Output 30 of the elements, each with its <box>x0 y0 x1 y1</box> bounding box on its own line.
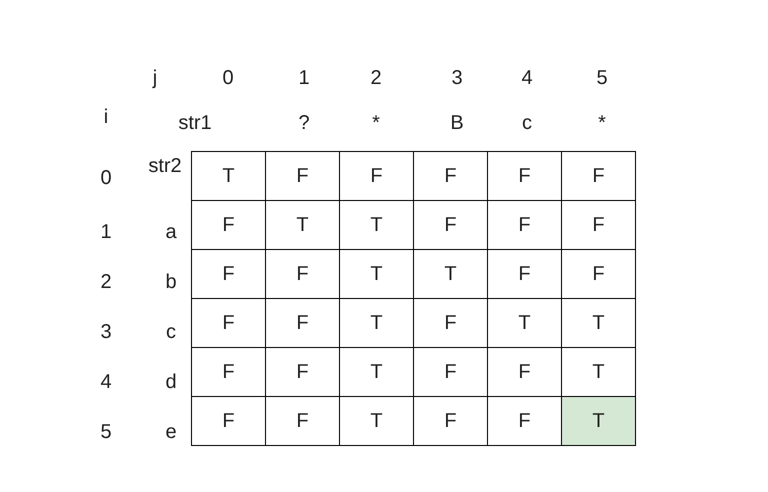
string-character: * <box>598 113 606 133</box>
table-cell: F <box>191 396 266 446</box>
string-character: c <box>522 113 532 133</box>
axis-label: str1 <box>178 113 212 133</box>
column-index: 5 <box>596 68 608 88</box>
string-character: c <box>166 322 176 342</box>
column-index: 1 <box>298 68 310 88</box>
row-index: 4 <box>100 372 112 392</box>
string-character: B <box>450 113 464 133</box>
row-index: 0 <box>100 168 112 188</box>
string-character: e <box>165 422 177 442</box>
row-index: 5 <box>100 422 112 442</box>
axis-label: j <box>152 68 158 88</box>
table-cell: T <box>561 396 636 446</box>
string-character: ? <box>298 113 310 133</box>
column-index: 4 <box>521 68 533 88</box>
table-cell: T <box>191 151 266 201</box>
string-character: b <box>165 272 177 292</box>
string-character: d <box>165 372 177 392</box>
string-character: a <box>165 222 177 242</box>
row-index: 1 <box>100 222 112 242</box>
string-character: * <box>372 113 380 133</box>
row-index: 2 <box>100 272 112 292</box>
column-index: 0 <box>222 68 234 88</box>
column-index: 3 <box>451 68 463 88</box>
row-index: 3 <box>100 322 112 342</box>
axis-label: str2 <box>148 156 182 176</box>
axis-label: i <box>104 107 108 127</box>
column-index: 2 <box>370 68 382 88</box>
table-cell: F <box>561 151 636 201</box>
